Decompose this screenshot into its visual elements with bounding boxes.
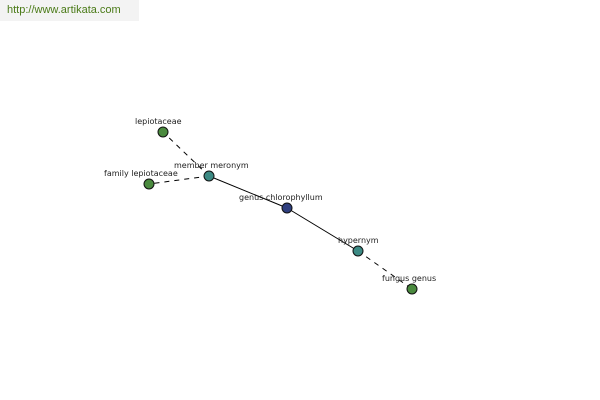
node-hypernym[interactable]: [352, 245, 364, 257]
node-member-meronym[interactable]: [203, 170, 215, 182]
edge-center-hypernym: [286, 207, 359, 252]
url-banner: http://www.artikata.com: [0, 0, 139, 21]
edge-hypernym-fungus: [357, 250, 413, 290]
site-link[interactable]: http://www.artikata.com: [7, 4, 121, 16]
edge-member-family: [148, 175, 210, 185]
edge-member-lepiotaceae: [162, 131, 210, 177]
node-genus-chlorophyllum[interactable]: [281, 202, 293, 214]
node-fungus-genus[interactable]: [406, 283, 418, 295]
nodes: [143, 126, 418, 295]
label-hypernym[interactable]: hypernym: [338, 236, 379, 245]
label-member-meronym[interactable]: member meronym: [174, 161, 249, 170]
label-lepiotaceae[interactable]: lepiotaceae: [135, 117, 182, 126]
label-fungus-genus[interactable]: fungus genus: [382, 274, 436, 283]
edge-center-member: [208, 175, 288, 209]
label-genus-chlorophyllum[interactable]: genus chlorophyllum: [239, 193, 323, 202]
label-family-lepiotaceae[interactable]: family lepiotaceae: [104, 169, 178, 178]
edges: [148, 131, 413, 290]
node-family-lepiotaceae[interactable]: [143, 178, 155, 190]
labels: genus chlorophyllum member meronym hyper…: [104, 117, 436, 283]
node-lepiotaceae[interactable]: [157, 126, 169, 138]
